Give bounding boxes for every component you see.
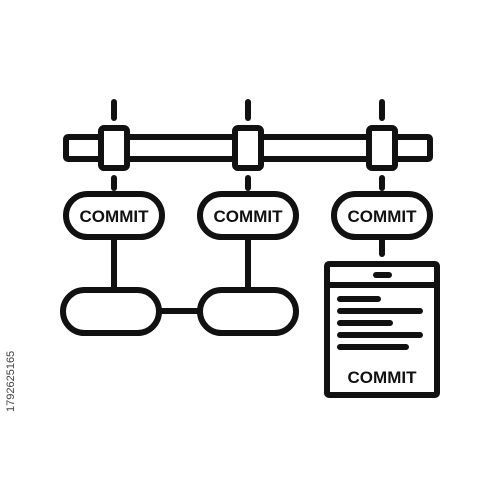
- rail-coupler: [232, 125, 264, 171]
- commit-document-label: COMMIT: [348, 368, 418, 387]
- commit-node-label: COMMIT: [80, 207, 150, 226]
- commit-document: COMMIT: [324, 261, 440, 398]
- rail-coupler: [366, 125, 398, 171]
- stock-id-text: 1792625165: [5, 351, 17, 412]
- top-connector-stubs: [111, 99, 385, 121]
- branch-pill: [60, 287, 162, 336]
- branch-pill: [197, 287, 299, 336]
- rail-coupler: [98, 125, 130, 171]
- rail-couplers: [98, 125, 398, 171]
- commit-node: COMMIT: [63, 191, 165, 240]
- commit-node-label: COMMIT: [214, 207, 284, 226]
- commit-to-branch-connectors: [111, 237, 385, 293]
- commit-node: COMMIT: [197, 191, 299, 240]
- branch-nodes: [60, 287, 299, 336]
- document-text-lines: [337, 296, 423, 350]
- commit-node-label: COMMIT: [348, 207, 418, 226]
- rail-to-commit-connectors: [111, 175, 385, 191]
- commit-node: COMMIT: [331, 191, 433, 240]
